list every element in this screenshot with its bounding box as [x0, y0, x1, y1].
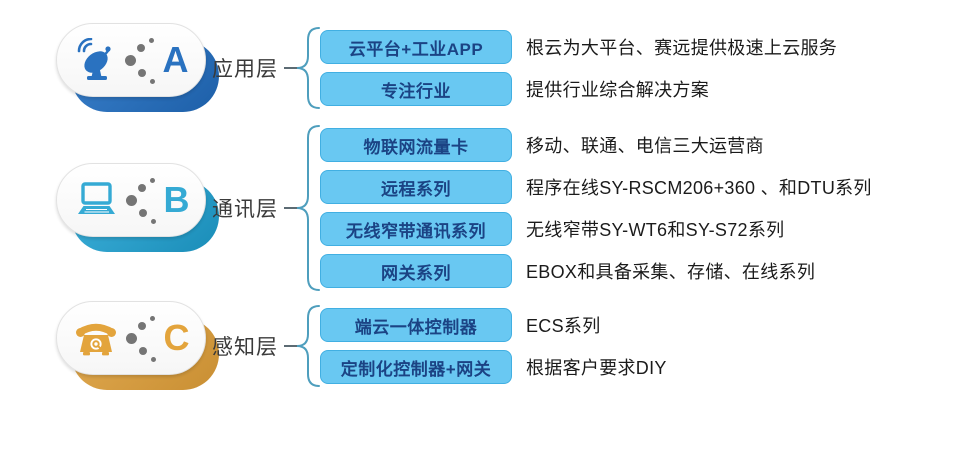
perception-layer-section: C 感知层 端云一体控制器 定制化控制器+网关 ECS系列 根据客户要求DIY — [0, 301, 954, 390]
curly-brace-icon — [297, 304, 321, 388]
product-description: 移动、联通、电信三大运营商 — [526, 136, 764, 156]
product-description: 无线窄带SY-WT6和SY-S72系列 — [526, 220, 785, 240]
dots-motif — [124, 37, 156, 84]
communication-layer-section: B 通讯层 物联网流量卡 远程系列 无线窄带通讯系列 网关系列 移动、联通、电信… — [0, 125, 954, 291]
product-box: 无线窄带通讯系列 — [320, 212, 512, 246]
product-box: 远程系列 — [320, 170, 512, 204]
layer-label: 感知层 — [212, 336, 278, 359]
connector-dash — [284, 67, 297, 69]
dots-motif — [125, 315, 157, 362]
layer-b-badge: B — [56, 163, 220, 253]
product-box: 端云一体控制器 — [320, 308, 512, 342]
product-description: 根云为大平台、赛远提供极速上云服务 — [526, 38, 838, 58]
product-box: 网关系列 — [320, 254, 512, 288]
satellite-dish-icon — [74, 38, 118, 82]
layer-letter: B — [163, 179, 190, 220]
layer-label: 应用层 — [212, 58, 278, 81]
curly-brace-icon — [297, 124, 321, 292]
layer-letter: A — [162, 39, 189, 80]
laptop-icon — [73, 179, 119, 221]
layer-letter: C — [163, 317, 190, 358]
product-box: 物联网流量卡 — [320, 128, 512, 162]
connector-dash — [284, 345, 297, 347]
dots-motif — [125, 177, 157, 224]
telephone-icon — [73, 317, 119, 359]
product-description: 程序在线SY-RSCM206+360 、和DTU系列 — [526, 178, 872, 198]
layer-a-badge: A — [56, 23, 220, 113]
curly-brace-icon — [297, 26, 321, 110]
product-description: EBOX和具备采集、存储、在线系列 — [526, 262, 816, 282]
product-description: 提供行业综合解决方案 — [526, 80, 709, 100]
product-description: ECS系列 — [526, 316, 601, 336]
layer-c-badge: C — [56, 301, 220, 391]
product-box: 专注行业 — [320, 72, 512, 106]
product-description: 根据客户要求DIY — [526, 358, 667, 378]
product-box: 云平台+工业APP — [320, 30, 512, 64]
application-layer-section: A 应用层 云平台+工业APP 专注行业 根云为大平台、赛远提供极速上云服务 提… — [0, 23, 954, 112]
layer-label: 通讯层 — [212, 198, 278, 221]
connector-dash — [284, 207, 297, 209]
product-box: 定制化控制器+网关 — [320, 350, 512, 384]
